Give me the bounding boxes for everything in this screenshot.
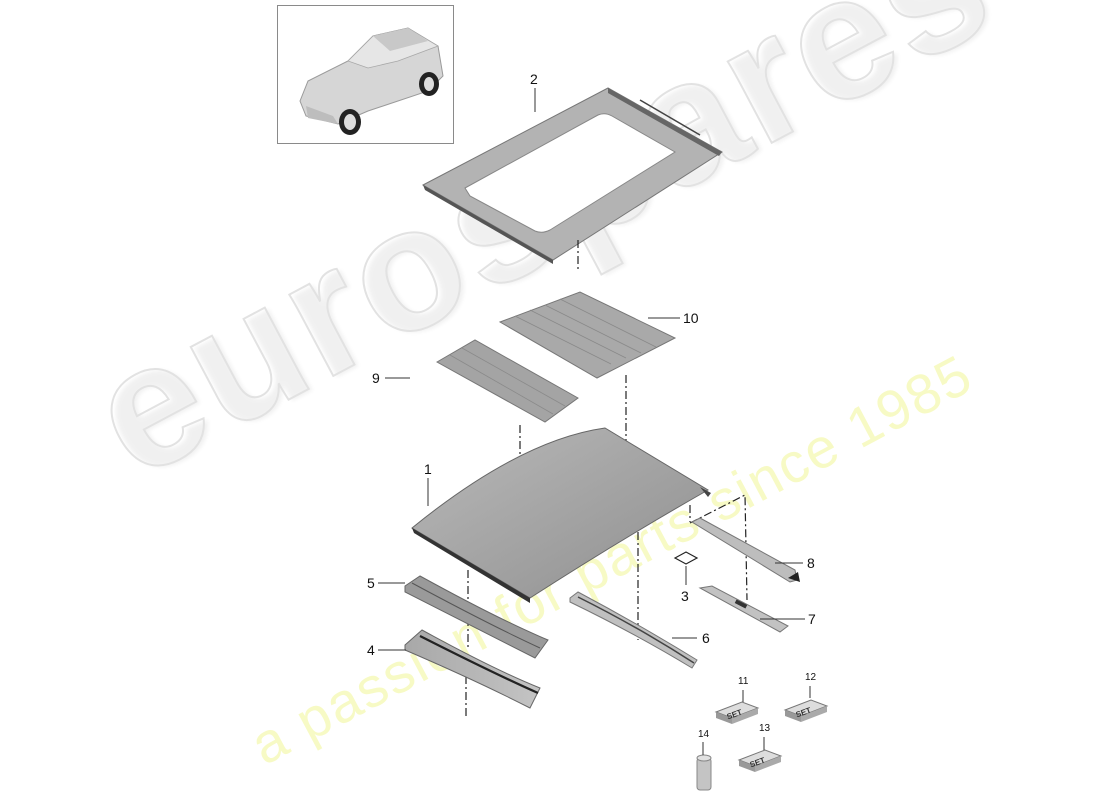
part-4-front-cross-member: [404, 629, 541, 709]
callout-3: 3: [681, 588, 689, 604]
part-12-set-box: [783, 699, 829, 722]
callout-11: 11: [738, 676, 749, 687]
callout-10: 10: [683, 310, 699, 326]
part-3-small-pad: [673, 551, 699, 565]
part-8-rear-cross-member: [690, 517, 800, 583]
part-6-roof-bow: [569, 591, 698, 669]
callout-12: 12: [805, 672, 817, 683]
part-2-roof-frame: [421, 87, 723, 264]
part-11-set-box: [714, 701, 760, 724]
callout-2: 2: [530, 71, 538, 87]
part-7-rear-cross-member: [698, 585, 789, 633]
callout-1: 1: [424, 461, 432, 477]
callout-14: 14: [698, 729, 710, 740]
callout-13: 13: [759, 723, 771, 734]
part-14-cartridge: [696, 754, 712, 791]
callout-6: 6: [702, 630, 710, 646]
car-thumbnail-icon: [299, 27, 444, 135]
callout-8: 8: [807, 555, 815, 571]
part-10-damping-mat: [498, 291, 677, 379]
callout-5: 5: [367, 575, 375, 591]
leader-lines: [378, 88, 811, 755]
part-5-front-cross-member: [404, 575, 549, 659]
part-1-roof-panel: [411, 427, 711, 603]
part-9-damping-mat: [435, 339, 579, 423]
callout-7: 7: [808, 611, 816, 627]
part-13-set-box: [737, 749, 783, 772]
callout-4: 4: [367, 642, 375, 658]
vehicle-thumbnail: [277, 5, 454, 144]
callout-9: 9: [372, 370, 380, 386]
